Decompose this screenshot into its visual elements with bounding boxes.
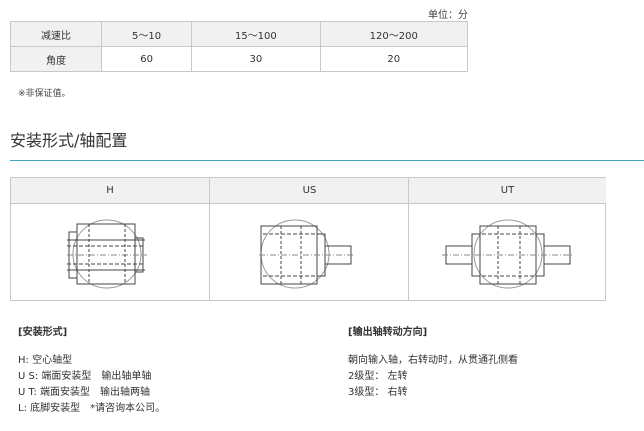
table-header-cell: 120～200 <box>319 21 469 47</box>
mount-column-us: US <box>209 178 409 300</box>
mount-header-us: US <box>210 178 409 204</box>
rotation-direction-item: 朝向输入轴，右转动时，从贯通孔侧看 <box>348 355 518 366</box>
mount-column-ut: UT <box>408 178 606 300</box>
table-header-cell: 5～10 <box>100 21 193 47</box>
section-divider <box>10 160 644 161</box>
rotation-direction-block: [输出轴转动方向] 朝向输入轴，右转动时，从贯通孔侧看 2级型： 左转 3级型：… <box>348 325 638 401</box>
mount-column-h: H <box>11 178 209 300</box>
mounting-type-item: H: 空心轴型 <box>18 355 73 366</box>
table-cell: 60 <box>100 46 193 72</box>
footnote: ※非保证值。 <box>18 89 71 99</box>
mount-diagram-table: H US <box>10 177 606 301</box>
hollow-shaft-diagram <box>67 219 147 289</box>
rotation-direction-title: [输出轴转动方向] <box>348 327 428 338</box>
mounting-type-item: L: 底脚安装型 *请咨询本公司。 <box>18 403 166 414</box>
mounting-type-item: U T: 端面安装型 输出轴两轴 <box>18 387 151 398</box>
unit-note: 单位：分 <box>428 10 468 21</box>
section-title: 安装形式/轴配置 <box>10 131 128 150</box>
ratio-table: 减速比 5～10 15～100 120～200 角度 60 30 20 <box>10 21 469 72</box>
mounting-type-title: [安装形式] <box>18 327 68 338</box>
rotation-direction-item: 2级型： 左转 <box>348 371 408 382</box>
table-header-cell: 减速比 <box>10 21 102 47</box>
end-face-single-shaft-diagram <box>258 219 355 289</box>
table-cell: 20 <box>319 46 469 72</box>
table-cell: 30 <box>191 46 321 72</box>
rotation-direction-item: 3级型： 右转 <box>348 387 408 398</box>
table-header-cell: 15～100 <box>191 21 321 47</box>
mounting-type-block: [安装形式] H: 空心轴型 U S: 端面安装型 输出轴单轴 U T: 端面安… <box>18 325 318 417</box>
table-header-row: 减速比 5～10 15～100 120～200 <box>10 21 469 47</box>
table-row-label: 角度 <box>10 46 102 72</box>
mount-header-h: H <box>11 178 209 204</box>
mount-header-ut: UT <box>409 178 606 204</box>
table-row: 角度 60 30 20 <box>10 46 469 72</box>
mounting-type-item: U S: 端面安装型 输出轴单轴 <box>18 371 152 382</box>
end-face-double-shaft-diagram <box>441 219 574 289</box>
